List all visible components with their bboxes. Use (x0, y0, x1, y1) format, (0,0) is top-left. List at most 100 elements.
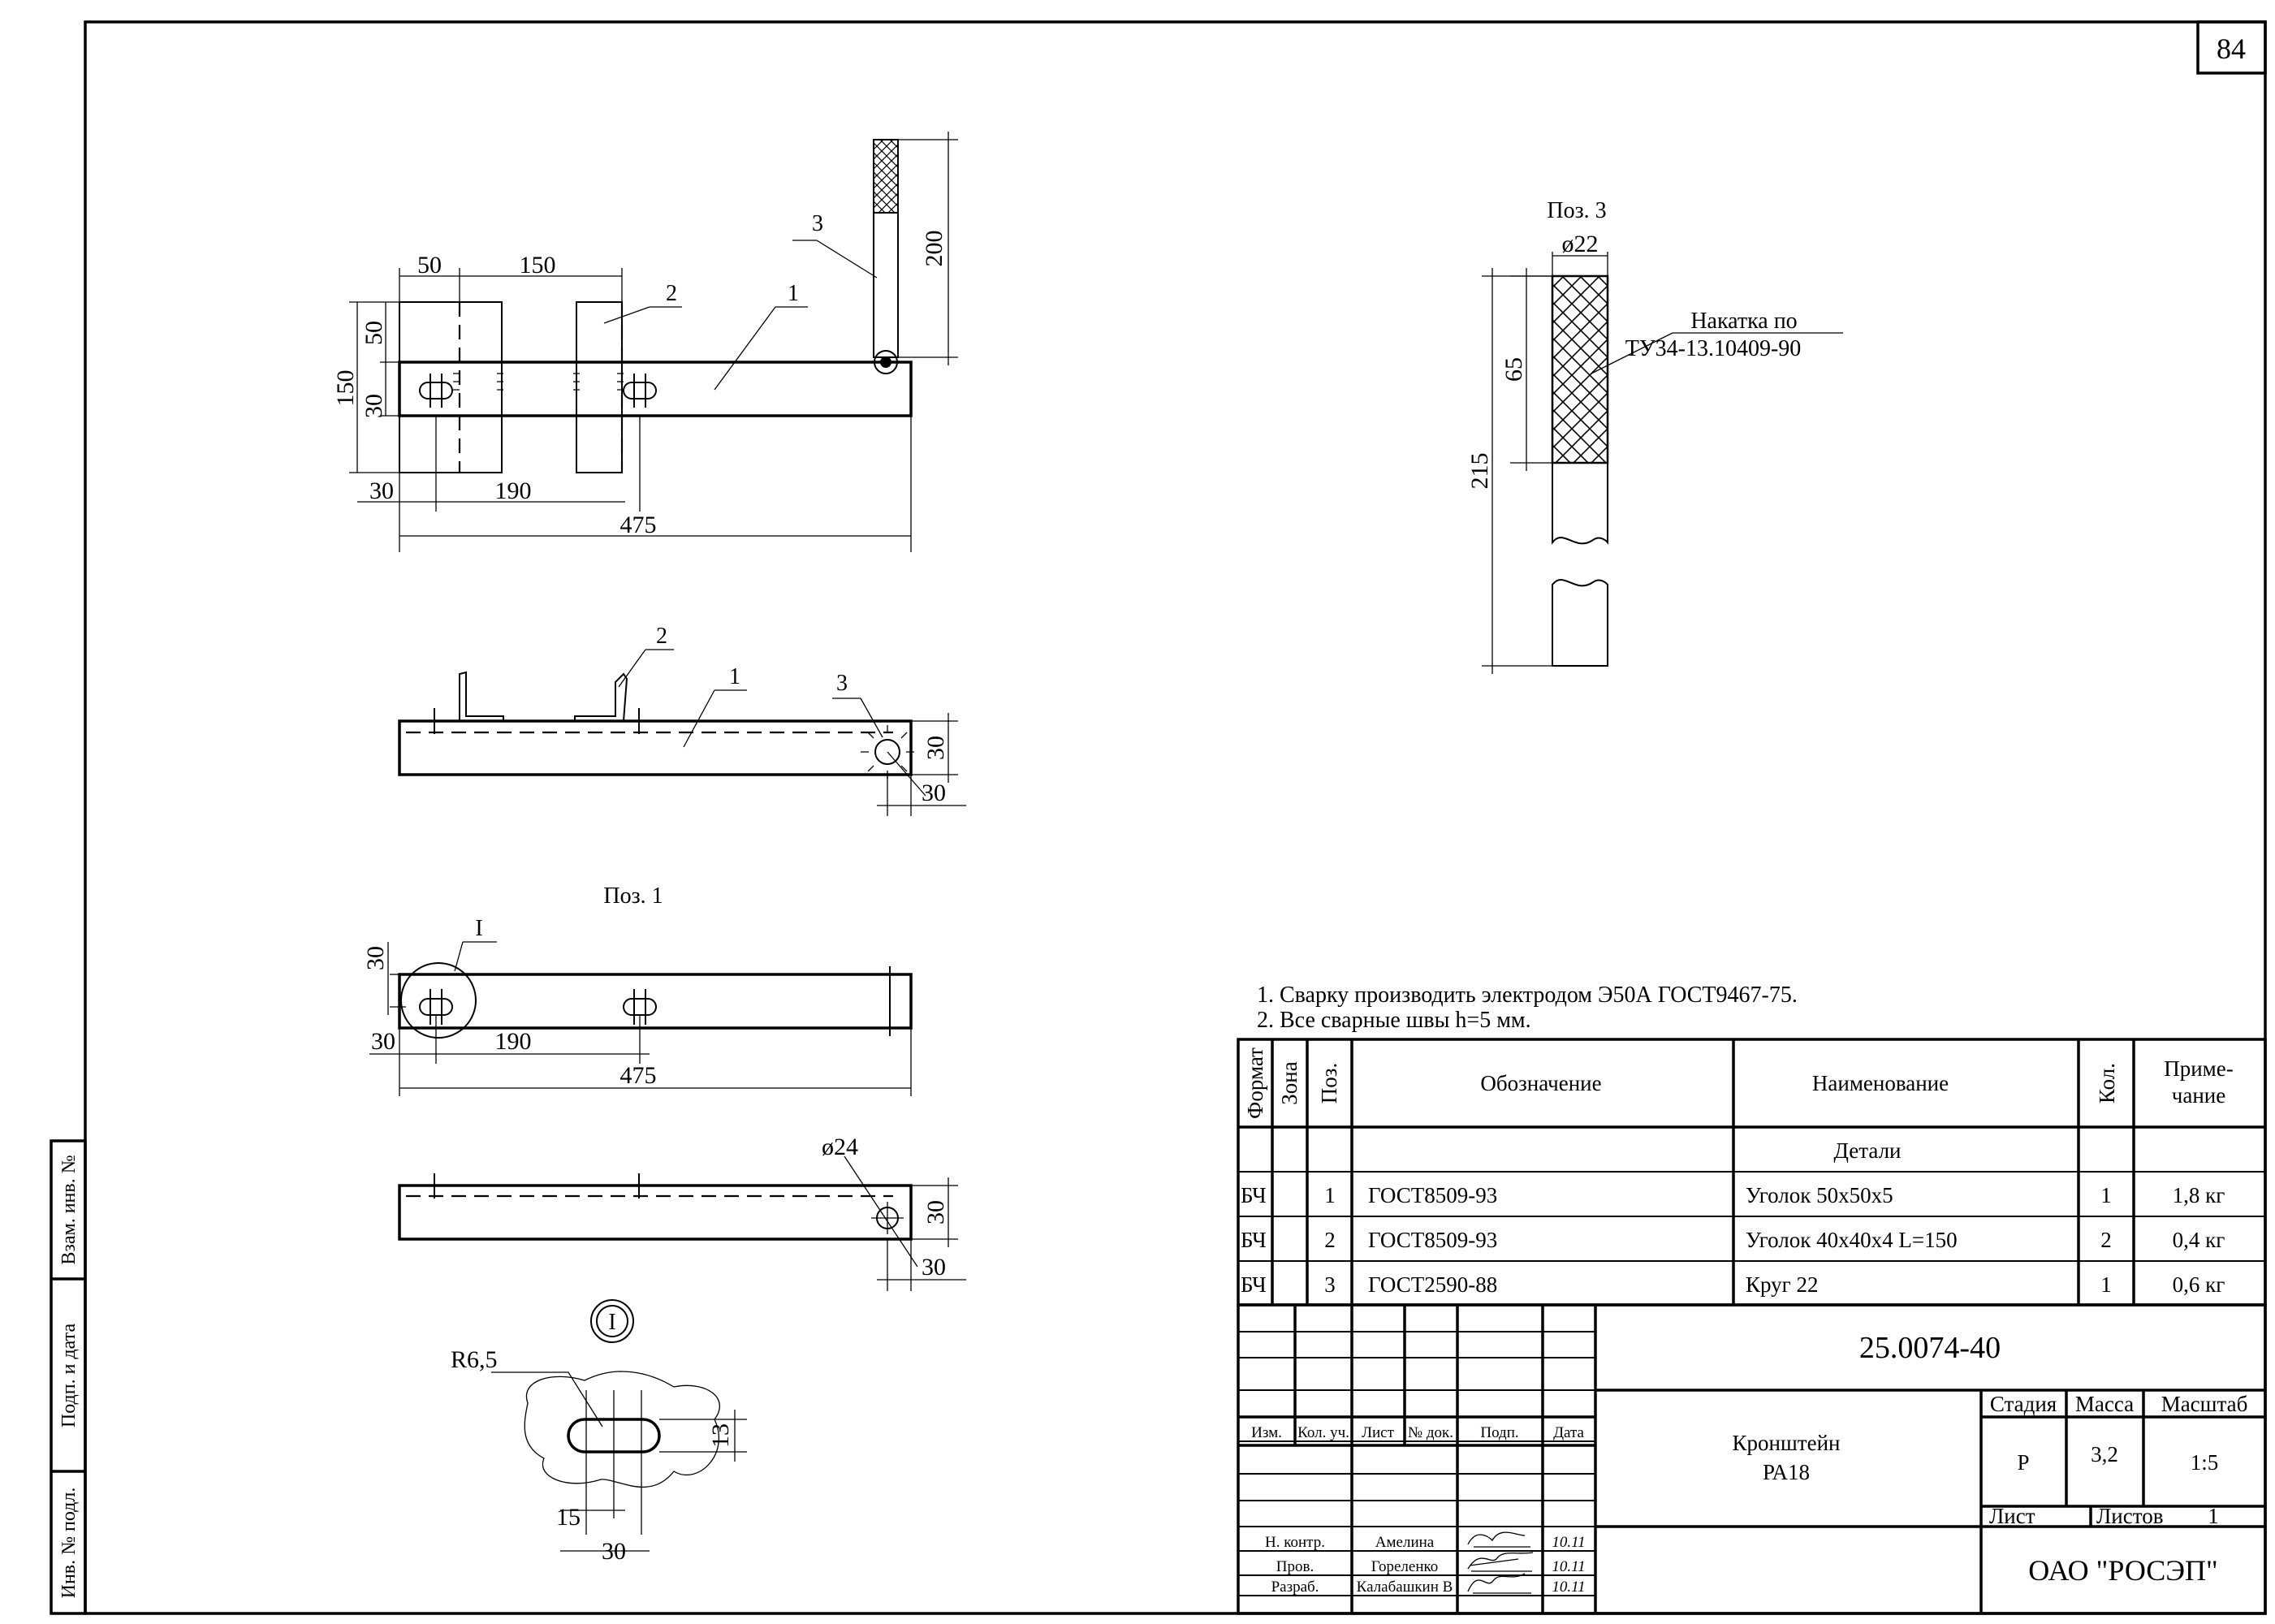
cell-pos: 1 (1324, 1183, 1336, 1207)
col-qty: Кол. (2095, 1063, 2119, 1104)
signer-date: 10.11 (1552, 1558, 1585, 1575)
scale-label: Масштаб (2161, 1392, 2248, 1416)
diameter-dim: ø22 (1562, 231, 1599, 257)
cell-qty: 2 (2100, 1228, 2112, 1252)
dim-label: 15 (556, 1504, 581, 1531)
dim-label: 190 (495, 477, 532, 504)
technical-notes: 1. Сварку производить электродом Э50А ГО… (1257, 983, 1798, 1033)
sheet-number: 84 (2217, 32, 2246, 65)
stamp-podp-data: Подп. и дата (58, 1324, 80, 1428)
detail-mark: I (608, 1310, 615, 1335)
cell-pos: 2 (1324, 1228, 1336, 1252)
radius-dim: R6,5 (451, 1346, 498, 1373)
stage-value: Р (2017, 1450, 2029, 1475)
sheets-value: 1 (2208, 1504, 2219, 1528)
signature (1467, 1531, 1534, 1594)
product-name: Кронштейн (1733, 1431, 1841, 1455)
dim-label: 30 (922, 1200, 949, 1224)
stage-label: Стадия (1990, 1392, 2057, 1416)
signer-name: Гореленко (1371, 1558, 1439, 1575)
leader-label: 2 (656, 624, 667, 649)
dim-label: 30 (369, 477, 394, 504)
sheets-label: Листов (2096, 1504, 2163, 1528)
signer-role: Н. контр. (1265, 1534, 1325, 1551)
poz1-view: Поз. 1 I 30 30 190 475 (362, 883, 913, 1096)
sheet-number-box: 84 (2196, 20, 2267, 75)
top-view: 50 150 50 150 30 30 190 475 200 3 2 1 (332, 132, 958, 552)
dim-label: 30 (922, 1254, 946, 1281)
front-view: 2 1 3 30 30 (398, 624, 966, 816)
col-format: Формат (1243, 1047, 1267, 1119)
cell-qty: 1 (2100, 1272, 2112, 1297)
slot (623, 989, 657, 1025)
col-note: чание (2172, 1083, 2225, 1108)
table-row: БЧ 1 ГОСТ8509-93 Уголок 50х50х5 1 1,8 кг (1241, 1183, 2225, 1207)
org-name: ОАО "РОСЭП" (2028, 1554, 2217, 1587)
tb-col-head: № док. (1408, 1424, 1453, 1441)
cell-pos: 3 (1324, 1272, 1336, 1297)
dim-label: 13 (707, 1423, 734, 1448)
dim-label: 30 (362, 946, 389, 970)
hole-dim: ø24 (822, 1134, 858, 1160)
dim-label: 30 (922, 780, 946, 806)
cell-name: Круг 22 (1746, 1272, 1818, 1297)
dim-label: 215 (1466, 453, 1493, 490)
knurl-note-line1: Накатка по (1690, 309, 1797, 334)
dim-label: 150 (332, 370, 359, 407)
cell-name: Уголок 40х40х4 L=150 (1746, 1228, 1958, 1252)
cell-note: 0,6 кг (2173, 1272, 2225, 1297)
sheet-frame (84, 20, 2267, 1615)
col-name: Наименование (1812, 1071, 1949, 1095)
view-title: Поз. 1 (603, 883, 663, 909)
spec-section: Детали (1833, 1138, 1901, 1163)
dim-label: 475 (620, 512, 657, 538)
signer-role: Пров. (1276, 1558, 1314, 1575)
dim-label: 30 (360, 394, 387, 418)
mass-label: Масса (2075, 1392, 2134, 1416)
note-line: 1. Сварку производить электродом Э50А ГО… (1257, 983, 1798, 1008)
cell-note: 0,4 кг (2173, 1228, 2225, 1252)
tb-col-head: Кол. уч. (1297, 1424, 1349, 1441)
leader-label: 3 (836, 671, 848, 696)
cell-format: БЧ (1241, 1272, 1267, 1297)
signer-name: Калабашкин В (1357, 1579, 1453, 1596)
leader-label: 2 (666, 281, 677, 306)
detail-i-view: I R6,5 13 15 30 (451, 1299, 747, 1565)
table-row: БЧ 3 ГОСТ2590-88 Круг 22 1 0,6 кг (1241, 1272, 2225, 1297)
mass-value: 3,2 (2091, 1442, 2118, 1466)
stamp-vzam-inv: Взам. инв. № (58, 1155, 80, 1264)
col-zone: Зона (1277, 1061, 1302, 1104)
col-note: Приме- (2164, 1056, 2234, 1081)
tb-col-head: Лист (1362, 1424, 1394, 1441)
cell-designation: ГОСТ8509-93 (1368, 1228, 1497, 1252)
side-stamp: Взам. инв. № Подп. и дата Инв. № подл. (50, 1139, 87, 1615)
note-line: 2. Все сварные швы h=5 мм. (1257, 1008, 1531, 1033)
dim-label: 50 (417, 252, 442, 279)
detail-circle (400, 962, 477, 1039)
scale-value: 1:5 (2191, 1450, 2219, 1475)
dim-label: 50 (360, 321, 387, 345)
dim-label: 65 (1500, 357, 1527, 382)
leader-label: 1 (788, 281, 799, 306)
slot (623, 374, 657, 408)
signer-date: 10.11 (1552, 1579, 1585, 1596)
cell-note: 1,8 кг (2173, 1183, 2225, 1207)
doc-number: 25.0074-40 (1859, 1331, 2001, 1365)
cell-name: Уголок 50х50х5 (1746, 1183, 1893, 1207)
dim-label: 30 (922, 736, 949, 760)
dim-label: 30 (371, 1028, 395, 1055)
dim-label: 150 (520, 252, 556, 279)
cell-designation: ГОСТ2590-88 (1368, 1272, 1497, 1297)
poz1-bottom-view: ø24 30 30 (398, 1134, 966, 1291)
tb-col-head: Подп. (1480, 1424, 1518, 1441)
dim-label: 190 (495, 1028, 532, 1055)
col-designation: Обозначение (1480, 1071, 1601, 1095)
col-pos: Поз. (1317, 1063, 1341, 1104)
tb-col-head: Изм. (1251, 1424, 1282, 1441)
view-title: Поз. 3 (1547, 198, 1606, 223)
leader-label: 3 (812, 211, 823, 236)
dim-label: 475 (620, 1062, 657, 1089)
stamp-inv-podl: Инв. № подл. (58, 1488, 80, 1599)
cell-format: БЧ (1241, 1228, 1267, 1252)
